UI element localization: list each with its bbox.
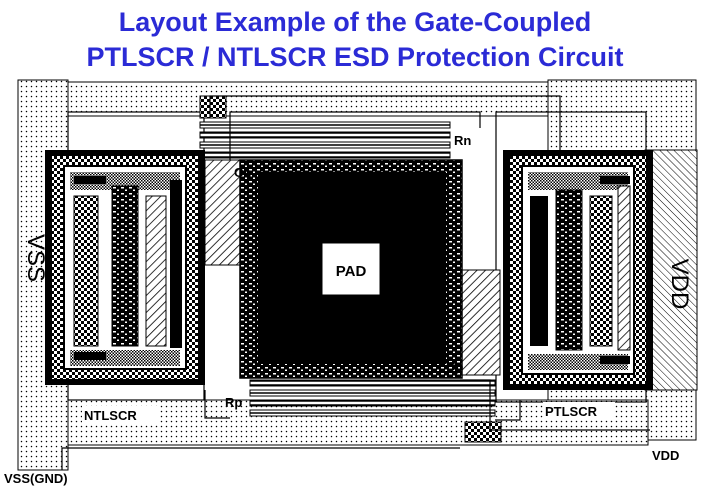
title-line-1: Layout Example of the Gate-Coupled [118,7,592,37]
rp-label: Rp [225,395,242,410]
ptlscr-device [503,150,653,390]
title-line-2: PTLSCR / NTLSCR ESD Protection Circuit [86,42,624,72]
vdd-vertical-label: VDD [666,259,693,310]
top-dotted-region [67,81,567,117]
vss-gnd-label: VSS(GND) [4,471,68,486]
bottom-contact [464,421,502,443]
resistor-rp [249,379,496,417]
bond-pad [239,159,463,379]
cn-label: Cn [234,165,251,180]
ntlscr-label: NTLSCR [84,408,137,423]
vdd-rail [644,149,698,391]
metal-routing [61,95,650,470]
vdd-bottom-label: VDD [652,448,679,463]
pad-label: PAD [336,263,367,280]
ntlscr-device [45,150,205,385]
rn-label: Rn [454,133,471,148]
vss-vertical-label: VSS [22,234,49,282]
cp-label: Cp [446,359,463,374]
ptlscr-label: PTLSCR [545,404,598,419]
top-contact [199,95,227,119]
resistor-rn [199,121,451,159]
